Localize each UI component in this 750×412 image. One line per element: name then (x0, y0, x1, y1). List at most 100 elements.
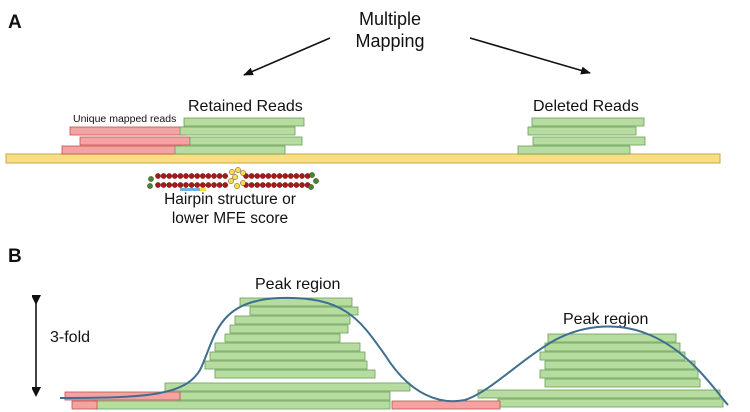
hairpin-nucleotide (183, 173, 189, 179)
unique-read (69, 126, 186, 136)
energy-scale-icon (180, 188, 206, 191)
arrow-to-retained (243, 37, 331, 76)
peak-read (224, 333, 341, 343)
hairpin-nucleotide (259, 173, 266, 179)
hairpin-nucleotide (166, 173, 172, 179)
hairpin-nucleotide (248, 182, 255, 188)
peak-read (239, 297, 353, 307)
hairpin-nucleotide (265, 182, 272, 188)
hairpin-end-nucleotide (313, 178, 319, 184)
arrow-to-deleted (469, 37, 591, 75)
panel-b-label: B (8, 246, 22, 267)
hairpin-nucleotide (254, 182, 261, 188)
title-line-1: Multiple (358, 9, 422, 29)
unique-read (61, 145, 183, 155)
title-line-2: Mapping (355, 31, 425, 51)
peak-read (544, 378, 701, 388)
peak-read (179, 391, 391, 401)
hairpin-nucleotide (299, 182, 305, 188)
peak-region-label-1: Peak region (255, 276, 341, 293)
hairpin-nucleotide (160, 182, 167, 188)
hairpin-caption-line-2: lower MFE score (171, 210, 289, 227)
hairpin-loop-nucleotide (232, 174, 238, 180)
hairpin-end-nucleotide (308, 184, 314, 190)
hairpin-nucleotide (265, 173, 272, 179)
peak-read (204, 360, 368, 370)
hairpin-nucleotide (160, 173, 167, 179)
hairpin-nucleotide (188, 182, 195, 188)
hairpin-nucleotide (222, 182, 228, 188)
hairpin-nucleotide (276, 173, 283, 179)
hairpin-nucleotide (171, 173, 178, 179)
peak-read (544, 360, 696, 370)
deleted-read (517, 145, 631, 155)
hairpin-nucleotide (248, 173, 255, 179)
hairpin-caption-line-1: Hairpin structure or (164, 191, 296, 208)
peak-read (539, 369, 699, 379)
hairpin-loop-nucleotide (240, 180, 246, 186)
hairpin-nucleotide (155, 173, 161, 179)
hairpin-nucleotide (177, 182, 184, 188)
hairpin-nucleotide (155, 182, 161, 188)
deleted-read (531, 117, 645, 127)
peak-read (214, 369, 376, 379)
hairpin-nucleotide (177, 173, 184, 179)
unique-read (79, 136, 191, 146)
hairpin-loop-nucleotide (228, 178, 234, 184)
hairpin-nucleotide (222, 173, 228, 179)
hairpin-nucleotide (216, 173, 223, 179)
hairpin-nucleotide (211, 182, 217, 188)
peak-read (249, 306, 359, 316)
deleted-read (527, 126, 637, 136)
fold-label: 3-fold (50, 329, 91, 346)
peak-read (209, 351, 366, 361)
retained-reads-label: Retained Reads (188, 98, 303, 115)
peak-density-curve (59, 296, 729, 406)
hairpin-loop-nucleotide (240, 170, 246, 176)
hairpin-end-nucleotide (147, 183, 153, 189)
hairpin-caption: Hairpin structure or lower MFE score (150, 190, 310, 228)
multi-read (174, 145, 286, 155)
hairpin-nucleotide (194, 182, 200, 188)
hairpin-nucleotide (259, 182, 266, 188)
hairpin-nucleotide (271, 182, 277, 188)
hairpin-loop-nucleotide (229, 169, 235, 175)
hairpin-loop-nucleotide (235, 167, 241, 173)
peak-read (94, 400, 391, 410)
deleted-reads-stack (517, 117, 646, 155)
multiple-mapping-title: Multiple Mapping (335, 8, 445, 52)
peak-read (214, 342, 361, 352)
genome-bar (5, 153, 721, 164)
hairpin-nucleotide (282, 173, 289, 179)
peak-read (477, 389, 721, 399)
hairpin-nucleotide (282, 182, 289, 188)
peak-read (539, 351, 686, 361)
hairpin-nucleotide (194, 173, 200, 179)
hairpin-nucleotide (276, 182, 283, 188)
unique-read (71, 400, 98, 410)
unique-mapped-reads-label: Unique mapped reads (73, 113, 177, 125)
retained-reads-stack (61, 117, 305, 155)
hairpin-nucleotide (293, 173, 300, 179)
hairpin-nucleotide (205, 173, 212, 179)
peak-read (544, 342, 681, 352)
panel-a-label: A (8, 12, 22, 33)
hairpin-nucleotide (254, 173, 261, 179)
hairpin-nucleotide (166, 182, 172, 188)
peak-region-label-2: Peak region (563, 311, 649, 328)
hairpin-nucleotide (216, 182, 223, 188)
hairpin-loop-nucleotide (234, 183, 240, 189)
multi-read (189, 136, 303, 146)
hairpin-nucleotide (183, 182, 189, 188)
peak-2-reads (477, 333, 724, 408)
deleted-reads-label: Deleted Reads (533, 98, 639, 115)
hairpin-nucleotide (211, 173, 217, 179)
deleted-read (532, 136, 646, 146)
hairpin-nucleotide (205, 182, 212, 188)
hairpin-structure (147, 167, 319, 190)
peak-read (497, 398, 724, 408)
peak-1-reads (94, 297, 411, 410)
hairpin-nucleotide (188, 173, 195, 179)
unique-read (391, 400, 501, 410)
